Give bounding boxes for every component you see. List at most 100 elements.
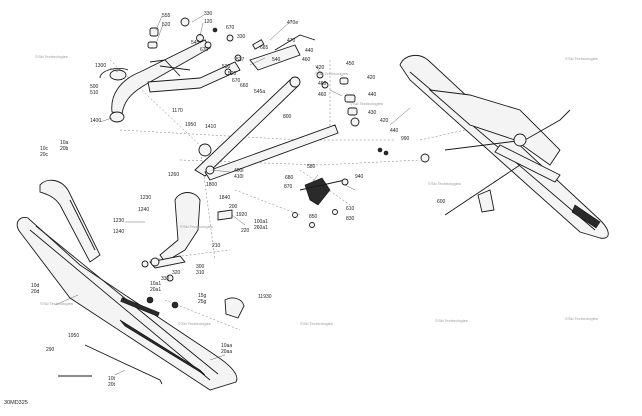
callout-label: 10a1 xyxy=(150,281,161,287)
callout-label: 520 xyxy=(228,71,237,77)
callout-label: 1410 xyxy=(205,124,216,130)
watermark: ©Ski Technologies xyxy=(315,71,348,76)
watermark: ©Ski Technologies xyxy=(35,54,68,59)
callout-label: 800 xyxy=(283,114,292,120)
diagram-code: 30MD325 xyxy=(4,400,28,406)
callout-label: 200 xyxy=(229,204,238,210)
watermarks: ©Ski Technologies ©Ski Technologies ©Ski… xyxy=(35,54,598,326)
callout-label: 330 xyxy=(204,11,213,17)
callout-label: 1240 xyxy=(113,229,124,235)
callout-label: 460 xyxy=(318,81,327,87)
callout-label: 20d xyxy=(31,289,40,295)
callout-label: 310 xyxy=(196,270,205,276)
callout-label: 500 xyxy=(90,84,99,90)
callout-label: 1240 xyxy=(138,207,149,213)
callout-label: 1800 xyxy=(206,182,217,188)
callout-label: 530 xyxy=(222,64,231,70)
callout-label: 1950 xyxy=(185,122,196,128)
callout-label: 540 xyxy=(272,57,281,63)
callout-label: 1950 xyxy=(68,333,79,339)
callout-label: 440 xyxy=(390,128,399,134)
callout-label: 100a1 xyxy=(254,219,268,225)
callout-label: 1260 xyxy=(168,172,179,178)
callout-label: 420 xyxy=(380,118,389,124)
ball-joint-icon xyxy=(109,111,125,123)
callout-label: 537 xyxy=(236,57,245,63)
watermark: ©Ski Technologies xyxy=(300,321,333,326)
callout-label: 11930 xyxy=(258,294,272,300)
watermark: ©Ski Technologies xyxy=(178,321,211,326)
callout-label: 20b xyxy=(60,146,69,152)
callout-label: 1170 xyxy=(172,108,183,114)
callout-label: 520 xyxy=(162,22,171,28)
watermark: ©Ski Technologies xyxy=(350,101,383,106)
callout-label: 20a1 xyxy=(150,287,161,293)
callout-label: 460 xyxy=(318,92,327,98)
watermark: ©Ski Technologies xyxy=(565,56,598,61)
callout-label: 20t xyxy=(108,382,116,388)
callout-label: 15g xyxy=(198,293,207,299)
callout-label: 1230 xyxy=(140,195,151,201)
callout-label: 660 xyxy=(240,83,249,89)
upper-a-arm xyxy=(99,39,241,123)
callout-label: 600 xyxy=(437,199,446,205)
callout-label: 870 xyxy=(284,184,293,190)
callout-label: 1400 xyxy=(90,118,101,124)
callout-label: 10d xyxy=(31,283,40,289)
callout-label: 420 xyxy=(316,65,325,71)
callout-label: 120 xyxy=(204,19,213,25)
callout-label: 410l xyxy=(234,174,243,180)
callout-label: 330 xyxy=(237,34,246,40)
watermark: ©Ski Technologies xyxy=(180,224,213,229)
callout-label: 430 xyxy=(368,110,377,116)
callout-label: 545 xyxy=(191,40,200,46)
callout-label: 440 xyxy=(305,48,314,54)
callout-label: 680 xyxy=(285,175,294,181)
callout-label: 320 xyxy=(172,270,181,276)
callout-label: 685 xyxy=(260,45,269,51)
watermark: ©Ski Technologies xyxy=(428,181,461,186)
spindle xyxy=(141,192,233,282)
callout-label: 300 xyxy=(196,264,205,270)
callout-labels: 555 520 330 120 470e 670 545 330 685 670… xyxy=(31,11,446,388)
callout-label: 1920 xyxy=(236,212,247,218)
callout-label: 10aa xyxy=(221,343,232,349)
steering-link xyxy=(292,177,349,228)
callout-label: 330 xyxy=(161,276,170,282)
callout-label: 20aa xyxy=(221,349,232,355)
watermark: ©Ski Technologies xyxy=(435,318,468,323)
callout-label: 290 xyxy=(46,347,55,353)
callout-label: 25g xyxy=(198,299,207,305)
callout-label: 830 xyxy=(346,216,355,222)
callout-label: 420 xyxy=(367,75,376,81)
hardware-cluster-top xyxy=(147,17,389,156)
lower-arm xyxy=(194,34,339,181)
callout-label: 510 xyxy=(90,90,99,96)
callout-label: 470e xyxy=(287,20,298,26)
callout-label: 580 xyxy=(307,164,316,170)
left-ski xyxy=(16,179,245,391)
watermark: ©Ski Technologies xyxy=(565,316,598,321)
callout-label: 460 xyxy=(302,57,311,63)
callout-label: 400l xyxy=(234,168,243,174)
callout-label: 210 xyxy=(212,243,221,249)
callout-label: 10t xyxy=(108,376,116,382)
callout-leaders xyxy=(54,14,411,376)
callout-label: 850 xyxy=(309,214,318,220)
callout-label: 20c xyxy=(40,152,49,158)
callout-label: 1230 xyxy=(113,218,124,224)
callout-label: 610 xyxy=(346,206,355,212)
callout-label: 440 xyxy=(368,92,377,98)
right-ski xyxy=(399,54,609,239)
callout-label: 940 xyxy=(355,174,364,180)
callout-label: 990 xyxy=(401,136,410,142)
callout-label: 545a xyxy=(254,89,265,95)
callout-label: 220 xyxy=(241,228,250,234)
callout-label: 1840 xyxy=(219,195,230,201)
watermark: ©Ski Technologies xyxy=(40,301,73,306)
callout-label: 450 xyxy=(346,61,355,67)
callout-label: 260a1 xyxy=(254,225,268,231)
callout-label: 470 xyxy=(287,38,296,44)
callout-label: 670 xyxy=(200,47,209,53)
